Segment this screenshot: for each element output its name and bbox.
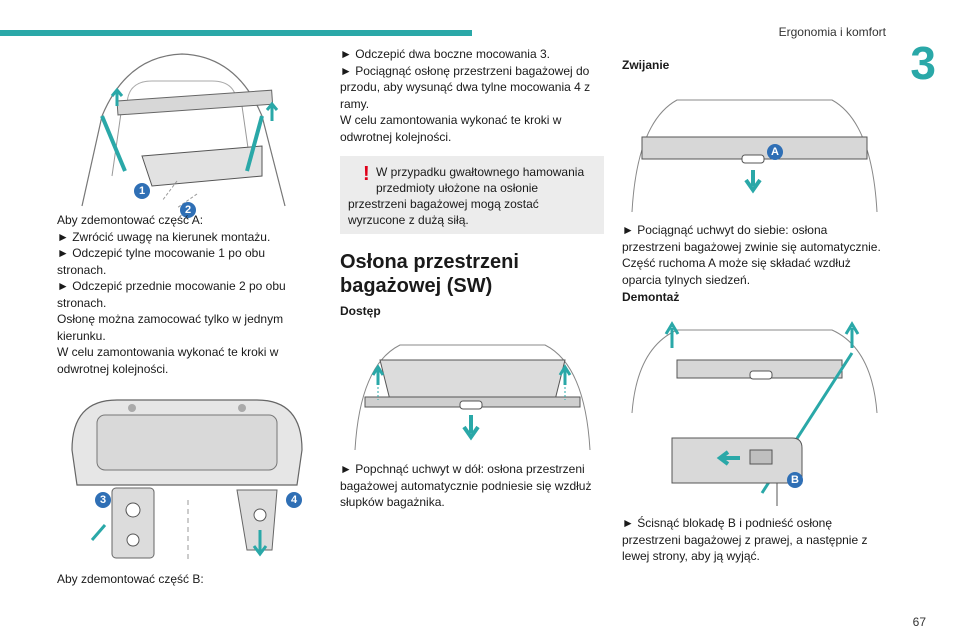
chapter-number: 3 bbox=[910, 37, 936, 89]
text-line: odwrotnej kolejności. bbox=[340, 129, 452, 144]
removal-text: ► Ścisnąć blokadę B i podnieść osłonę pr… bbox=[622, 515, 887, 565]
callout-1: 1 bbox=[134, 183, 150, 199]
text-line: przodu, aby wysunąć dwa tylne mocowania … bbox=[340, 80, 591, 94]
text-line: ► Odczepić przednie mocowanie 2 po obu bbox=[57, 279, 286, 293]
column-2-text: ► Odczepić dwa boczne mocowania 3. ► Poc… bbox=[340, 46, 605, 145]
text-line: W celu zamontowania wykonać te kroki w bbox=[340, 113, 562, 127]
callout-a: A bbox=[767, 144, 783, 160]
warning-line: wyrzucone z dużą siłą. bbox=[348, 213, 469, 227]
text-line: Osłonę można zamocować tylko w jednym bbox=[57, 312, 284, 326]
callout-b: B bbox=[787, 472, 803, 488]
text-line: ► Odczepić dwa boczne mocowania 3. bbox=[340, 47, 550, 61]
text-line: ► Popchnąć uchwyt w dół: osłona przestrz… bbox=[340, 462, 585, 476]
text-line: bagażowej automatycznie podniesie się wz… bbox=[340, 478, 592, 493]
warning-box: ! W przypadku gwałtownego hamowania prze… bbox=[340, 156, 604, 234]
subheading-zwijanie: Zwijanie bbox=[622, 58, 670, 72]
text-line: przestrzeni bagażowej zwinie się automat… bbox=[622, 239, 881, 254]
column-1-text: Aby zdemontować część A: ► Zwrócić uwagę… bbox=[57, 212, 302, 377]
section-heading: Osłona przestrzeni bagażowej (SW) bbox=[340, 250, 519, 298]
callout-2: 2 bbox=[180, 202, 196, 218]
trunk-cover-illustration-a bbox=[81, 53, 286, 209]
heading-line: bagażowej (SW) bbox=[340, 275, 493, 297]
text-line: odwrotnej kolejności. bbox=[57, 361, 169, 376]
text-line: Część ruchoma A może się składać wzdłuż bbox=[622, 256, 851, 270]
trunk-cover-access-illustration bbox=[354, 344, 591, 451]
text-line: oparcia tylnych siedzeń. bbox=[622, 272, 751, 287]
text-line: ► Zwrócić uwagę na kierunek montażu. bbox=[57, 229, 271, 244]
roll-text: ► Pociągnąć uchwyt do siebie: osłona prz… bbox=[622, 222, 887, 288]
text-line: słupków bagażnika. bbox=[340, 495, 445, 509]
subheading-dostep: Dostęp bbox=[340, 304, 381, 318]
text-line: ► Pociągnąć uchwyt do siebie: osłona bbox=[622, 223, 828, 237]
text-line: W celu zamontowania wykonać te kroki w bbox=[57, 345, 279, 359]
page-number: 67 bbox=[912, 615, 926, 629]
warning-line: W przypadku gwałtownego hamowania bbox=[376, 165, 585, 179]
warning-line: przestrzeni bagażowej mogą zostać bbox=[348, 197, 539, 211]
trunk-cover-removal-illustration bbox=[631, 321, 878, 506]
text-line: stronach. bbox=[57, 262, 107, 277]
header-accent-bar bbox=[0, 30, 472, 36]
text-line: Aby zdemontować część A: bbox=[57, 213, 204, 227]
text-line: ► Pociągnąć osłonę przestrzeni bagażowej… bbox=[340, 63, 590, 78]
trunk-cover-illustration-b bbox=[71, 399, 303, 560]
text-line: ► Ścisnąć blokadę B i podnieść osłonę bbox=[622, 516, 832, 530]
exclamation-icon: ! bbox=[363, 163, 370, 185]
trunk-cover-roll-illustration bbox=[631, 99, 878, 213]
heading-line: Osłona przestrzeni bbox=[340, 251, 519, 273]
subheading-demontaz: Demontaż bbox=[622, 290, 680, 304]
text-line: stronach. bbox=[57, 295, 107, 310]
callout-3: 3 bbox=[95, 492, 111, 508]
text-line: przestrzeni bagażowej z prawej, a następ… bbox=[622, 532, 868, 547]
callout-4: 4 bbox=[286, 492, 302, 508]
access-text: ► Popchnąć uchwyt w dół: osłona przestrz… bbox=[340, 461, 605, 511]
text-line: ramy. bbox=[340, 96, 370, 111]
caption-part-b: Aby zdemontować część B: bbox=[57, 572, 204, 586]
text-line: kierunku. bbox=[57, 328, 106, 343]
text-line: ► Odczepić tylne mocowanie 1 po obu bbox=[57, 246, 265, 260]
warning-line: przedmioty ułożone na osłonie bbox=[376, 181, 539, 195]
section-title: Ergonomia i komfort bbox=[778, 25, 886, 39]
text-line: lewej strony, aby ją wyjąć. bbox=[622, 549, 760, 563]
